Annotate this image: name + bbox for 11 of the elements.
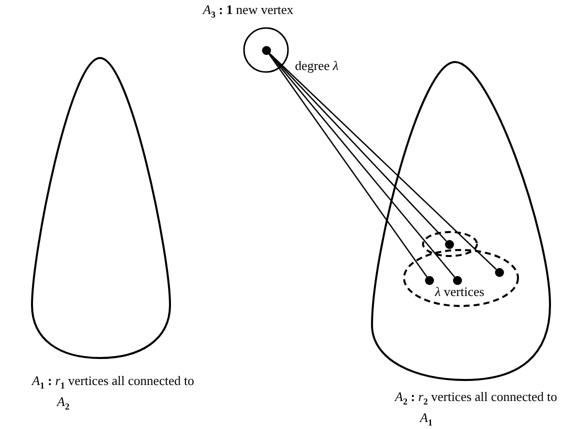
vertex-dot [445, 240, 454, 249]
edge-line [269, 53, 497, 270]
vertex-dot [453, 276, 462, 285]
set-label: λ vertices [435, 284, 484, 300]
set-label: A$_{1}$ : r$_{1}$ vertices all connected to A$_{2}$ [32, 373, 196, 414]
vertex-dot [495, 268, 504, 277]
vertex-dot [262, 46, 271, 55]
set-label: A$_{2}$ : r$_{2}$ vertices all connected to A$_{1}$ [395, 389, 558, 429]
vertex-dot [425, 276, 434, 285]
degree-label: degree λ [295, 58, 339, 74]
set-label: A$_{3}$ : 1 new vertex [203, 2, 294, 20]
